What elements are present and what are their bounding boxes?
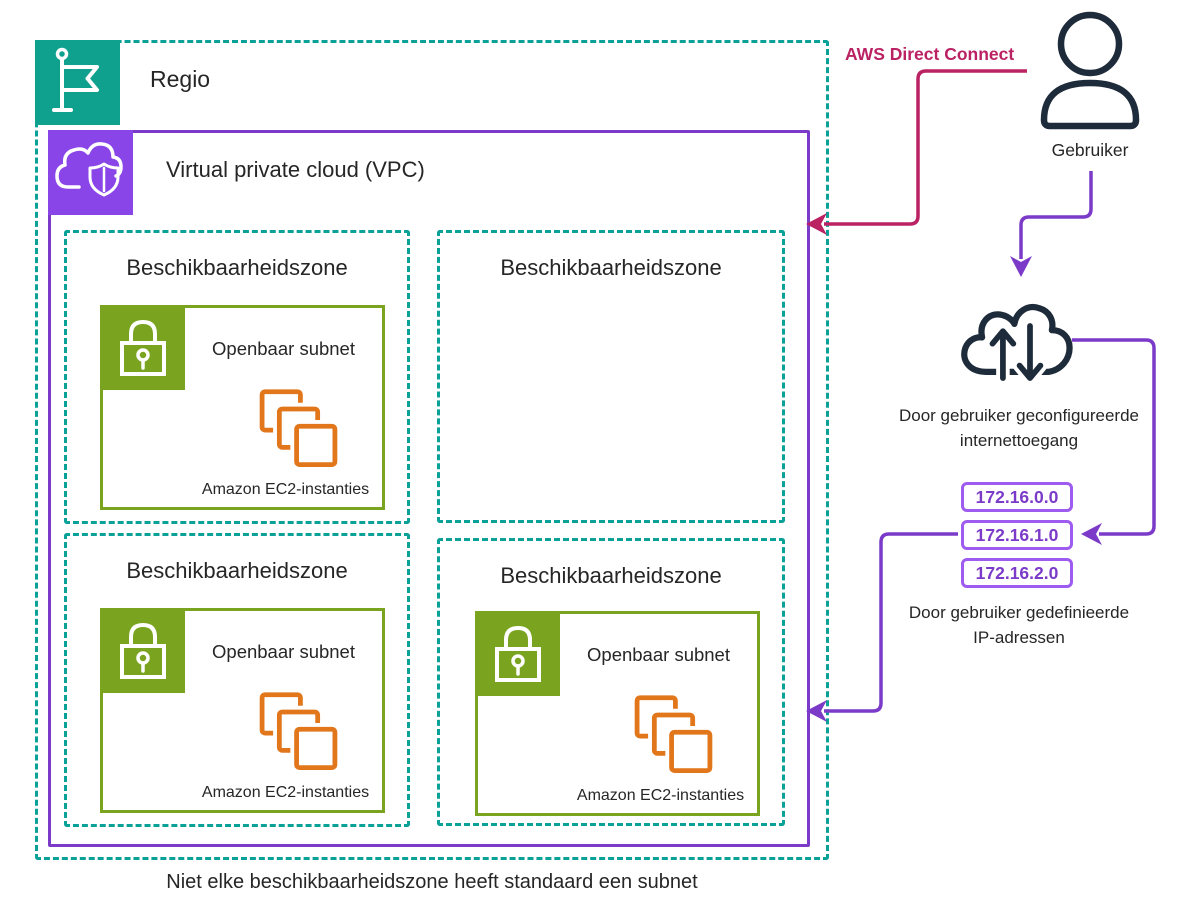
availability-zone-label: Beschikbaarheidszone — [126, 558, 348, 583]
availability-zone-1: Beschikbaarheidszone — [64, 230, 410, 524]
availability-zone-3: Beschikbaarheidszone — [64, 533, 410, 827]
ec2-instances-icon — [626, 692, 721, 784]
ip-address-box: 172.16.0.0 — [961, 482, 1073, 512]
ec2-instances-label: Amazon EC2-instanties — [201, 784, 370, 801]
availability-zone-2: Beschikbaarheidszone — [437, 230, 785, 523]
availability-zone-label: Beschikbaarheidszone — [500, 255, 722, 280]
ec2-instances-icon — [251, 386, 346, 478]
direct-connect-arrow — [806, 69, 1027, 235]
vpc-label: Virtual private cloud (VPC) — [166, 157, 425, 182]
ip-address-box: 172.16.2.0 — [961, 558, 1073, 588]
availability-zone-label: Beschikbaarheidszone — [500, 563, 722, 588]
ip-addresses-label-line1: Door gebruiker gedefinieerde — [908, 603, 1130, 622]
public-subnet-card: Openbaar subnet Amazon EC2-instanties — [100, 608, 385, 813]
region-container — [35, 40, 829, 860]
direct-connect-label: AWS Direct Connect — [845, 44, 1015, 64]
lock-icon — [100, 608, 185, 693]
availability-zone-4: Beschikbaarheidszone — [437, 538, 785, 826]
internet-access-label-line2: internettoegang — [959, 430, 1079, 450]
ip-address-stack: 172.16.0.0 172.16.1.0 172.16.2.0 — [961, 482, 1073, 596]
user-label: Gebruiker — [1051, 140, 1129, 160]
internet-access-label-line1: Door gebruiker geconfigureerde — [898, 406, 1140, 425]
availability-zone-label: Beschikbaarheidszone — [126, 255, 348, 280]
region-label: Regio — [150, 66, 211, 92]
subnet-label: Openbaar subnet — [587, 644, 730, 665]
ip-addresses-label-line2: IP-adressen — [973, 627, 1065, 647]
public-subnet-card: Openbaar subnet Amazon EC2-instanties — [100, 305, 385, 510]
subnet-label: Openbaar subnet — [212, 641, 355, 662]
user-to-internet-arrow — [1010, 171, 1093, 277]
user-person-icon — [1033, 8, 1145, 132]
public-subnet-card: Openbaar subnet Amazon EC2-instanties — [475, 611, 760, 816]
ip-addresses-label: Door gebruiker gedefinieerde IP-adressen — [878, 601, 1160, 650]
ec2-instances-label: Amazon EC2-instanties — [576, 787, 745, 804]
ec2-instances-icon — [251, 689, 346, 781]
region-flag-icon — [35, 40, 120, 125]
vpc-cloud-shield-icon — [48, 130, 133, 215]
internet-access-label: Door gebruiker geconfigureerde internett… — [878, 404, 1160, 453]
internet-access-cloud-icon — [955, 288, 1080, 390]
diagram-footnote: Niet elke beschikbaarheidszone heeft sta… — [166, 871, 698, 893]
subnet-label: Openbaar subnet — [212, 338, 355, 359]
ec2-instances-label: Amazon EC2-instanties — [201, 481, 370, 498]
lock-icon — [100, 305, 185, 390]
ip-address-box: 172.16.1.0 — [961, 520, 1073, 550]
vpc-container — [48, 130, 810, 847]
lock-icon — [475, 611, 560, 696]
